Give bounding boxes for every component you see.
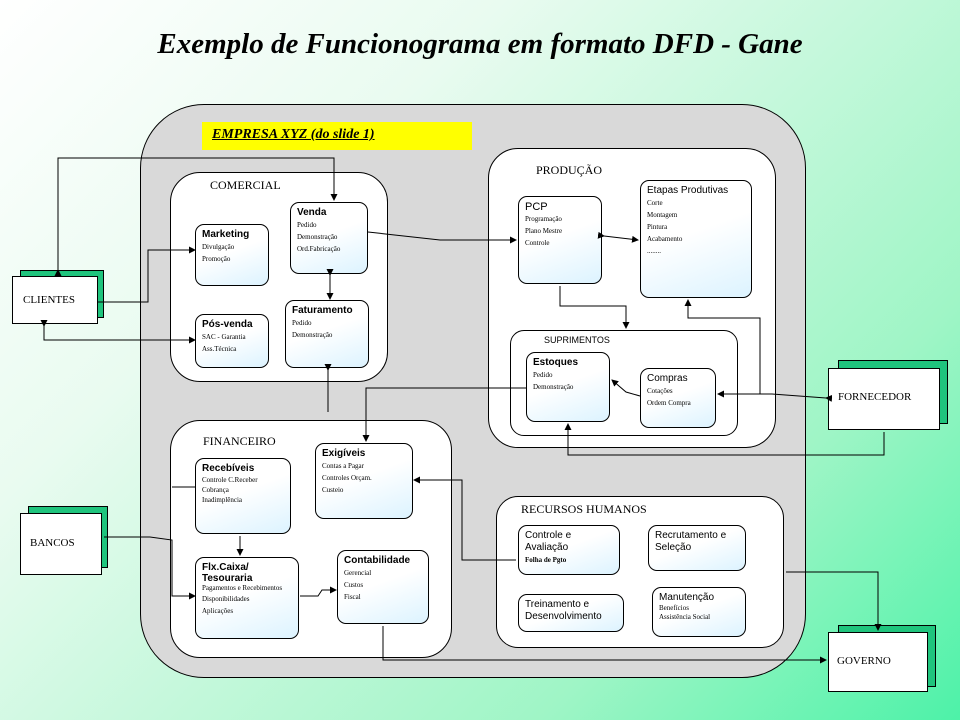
- process-estoques-item: Pedido: [533, 371, 553, 379]
- process-posvenda[interactable]: Pós-venda SAC - Garantia Ass.Técnica: [195, 314, 269, 368]
- process-recrutamento[interactable]: Recrutamento e Seleção: [648, 525, 746, 571]
- flow-fornecedor-etapas: [684, 299, 761, 394]
- flow-rh-governo: [786, 571, 882, 631]
- process-exigiveis-item: Contas a Pagar: [322, 462, 364, 470]
- process-estoques-item: Demonstração: [533, 383, 574, 391]
- process-posvenda-title: Pós-venda: [202, 319, 253, 330]
- process-recebiveis-item: Cobrança: [202, 486, 229, 494]
- page-title: Exemplo de Funcionograma em formato DFD …: [157, 28, 803, 60]
- process-compras-item: Cotações: [647, 387, 673, 395]
- entity-fornecedor-label: FORNECEDOR: [838, 391, 912, 403]
- process-contabilidade-item: Custos: [344, 581, 364, 589]
- process-compras-title: Compras: [647, 373, 688, 384]
- process-contabilidade-item: Fiscal: [344, 593, 361, 601]
- company-banner-label: EMPRESA XYZ (do slide 1): [212, 127, 375, 142]
- process-etapas-title: Etapas Produtivas: [647, 185, 729, 196]
- flow-clientes-posvenda: [40, 320, 196, 344]
- flow-estoques-exigiveis: [362, 387, 526, 442]
- process-estoques-title: Estoques: [533, 357, 579, 368]
- process-faturamento-item: Demonstração: [292, 331, 333, 339]
- process-faturamento-item: Pedido: [292, 319, 312, 327]
- process-flxcaixa-item: Pagamentos e Recebimentos: [202, 584, 283, 592]
- process-flxcaixa-item: Disponibilidades: [202, 595, 250, 603]
- process-etapas-item: Pintura: [647, 223, 668, 231]
- entity-clientes[interactable]: CLIENTES: [12, 276, 98, 324]
- process-controle[interactable]: Controle e Avaliação Folha de Pgto: [518, 525, 620, 575]
- process-pcp-item: Plano Mestre: [525, 227, 563, 235]
- process-exigiveis-item: Custeio: [322, 486, 344, 494]
- process-recebiveis-title: Recebíveis: [202, 463, 255, 474]
- entity-governo[interactable]: GOVERNO: [828, 632, 928, 692]
- process-recebiveis[interactable]: Recebíveis Controle C.Receber Cobrança I…: [195, 458, 291, 534]
- process-recebiveis-item: Inadimplência: [202, 496, 243, 504]
- flow-pcp-etapas: [597, 231, 639, 243]
- flow-flxcaixa-contabilidade: [300, 586, 337, 597]
- flow-clientes-venda: [54, 157, 338, 276]
- process-faturamento[interactable]: Faturamento Pedido Demonstração: [285, 300, 369, 368]
- entity-bancos[interactable]: BANCOS: [20, 513, 102, 575]
- process-controle-title: Controle e Avaliação: [525, 530, 572, 553]
- process-recrutamento-title: Recrutamento e Seleção: [655, 530, 727, 553]
- process-treinamento[interactable]: Treinamento e Desenvolvimento: [518, 594, 624, 632]
- process-manutencao-item: Benefícios: [659, 604, 689, 612]
- process-flxcaixa-item: Aplicações: [202, 607, 234, 615]
- process-etapas-item: ........: [647, 247, 661, 255]
- section-suprimentos-label: SUPRIMENTOS: [544, 335, 610, 345]
- process-etapas-item: Montagem: [647, 211, 678, 219]
- entity-bancos-label: BANCOS: [30, 537, 75, 549]
- process-exigiveis-item: Controles Orçam.: [322, 474, 372, 482]
- process-exigiveis-title: Exigíveis: [322, 448, 366, 459]
- process-etapas[interactable]: Etapas Produtivas Corte Montagem Pintura…: [640, 180, 752, 298]
- process-exigiveis[interactable]: Exigíveis Contas a Pagar Controles Orçam…: [315, 443, 413, 519]
- process-contabilidade[interactable]: Contabilidade Gerencial Custos Fiscal: [337, 550, 429, 624]
- flow-venda-pcp: [367, 231, 517, 244]
- process-contabilidade-item: Gerencial: [344, 569, 372, 577]
- process-pcp-item: Programação: [525, 215, 562, 223]
- process-faturamento-title: Faturamento: [292, 305, 353, 316]
- flow-contabilidade-governo: [382, 626, 827, 664]
- process-controle-item: Folha de Pgto: [525, 556, 567, 564]
- flow-bancos-flxcaixa: [104, 536, 196, 600]
- process-etapas-item: Acabamento: [647, 235, 683, 243]
- process-flxcaixa-title: Flx.Caixa/ Tesouraria: [202, 562, 253, 584]
- entity-governo-label: GOVERNO: [837, 655, 891, 667]
- flow-clientes-marketing: [98, 246, 196, 303]
- process-etapas-item: Corte: [647, 199, 663, 207]
- process-manutencao-item: Assistência Social: [659, 613, 711, 621]
- entity-clientes-label: CLIENTES: [23, 294, 75, 306]
- process-posvenda-item: SAC - Garantia: [202, 333, 246, 341]
- flow-pcp-suprimentos: [559, 286, 630, 329]
- flow-fornecedor-compras: [717, 390, 833, 402]
- process-treinamento-title: Treinamento e Desenvolvimento: [525, 599, 602, 622]
- flow-rh-exigiveis: [413, 476, 516, 561]
- company-banner: EMPRESA XYZ (do slide 1): [202, 122, 472, 150]
- section-producao-label: PRODUÇÃO: [536, 163, 603, 177]
- process-compras[interactable]: Compras Cotações Ordem Compra: [640, 368, 716, 428]
- process-pcp-title: PCP: [525, 201, 548, 213]
- section-financeiro-label: FINANCEIRO: [203, 434, 276, 448]
- process-manutencao[interactable]: Manutenção Benefícios Assistência Social: [652, 587, 746, 637]
- process-compras-item: Ordem Compra: [647, 399, 691, 407]
- section-comercial-label: COMERCIAL: [210, 178, 281, 192]
- process-estoques[interactable]: Estoques Pedido Demonstração: [526, 352, 610, 422]
- entity-fornecedor[interactable]: FORNECEDOR: [828, 368, 940, 430]
- section-rh-label: RECURSOS HUMANOS: [521, 502, 647, 516]
- process-flxcaixa[interactable]: Flx.Caixa/ Tesouraria Pagamentos e Receb…: [195, 557, 299, 639]
- process-contabilidade-title: Contabilidade: [344, 555, 411, 566]
- process-posvenda-item: Ass.Técnica: [202, 345, 237, 353]
- process-recebiveis-item: Controle C.Receber: [202, 476, 258, 484]
- process-manutencao-title: Manutenção: [659, 592, 715, 603]
- process-pcp-item: Controle: [525, 239, 550, 247]
- process-pcp[interactable]: PCP Programação Plano Mestre Controle: [518, 196, 602, 284]
- flow-fornecedor-estoques: [564, 423, 885, 456]
- flow-compras-estoques: [611, 379, 641, 397]
